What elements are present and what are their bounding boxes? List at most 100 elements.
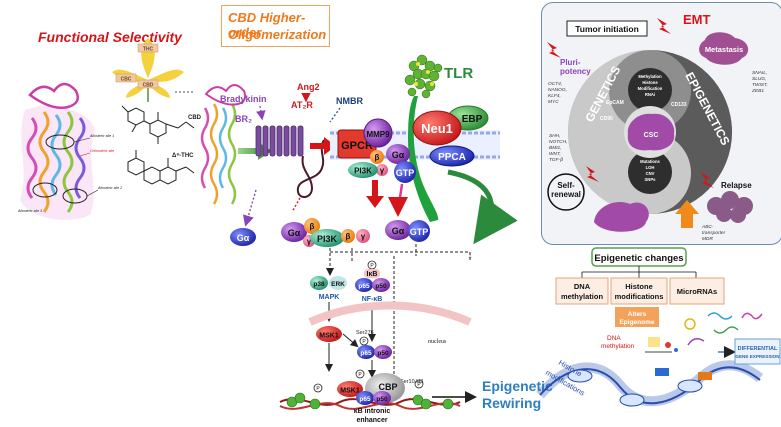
differential-expression-box: [734, 338, 781, 365]
allosteric-site-3-label: Allosteric site 3: [17, 209, 42, 213]
neu1-node: [412, 110, 462, 146]
epi-inner-4: RNAi: [645, 92, 655, 97]
pi3k-node-2: [310, 229, 344, 247]
micrornas-label: MicroRNAs: [677, 287, 717, 296]
ebp-label: EBP: [462, 114, 483, 125]
methylation-illustration: [645, 337, 705, 353]
csc-cell-icon: [627, 113, 675, 151]
emt-label: EMT: [683, 12, 711, 27]
leaf-cbc-label: CBC: [121, 77, 132, 83]
g-alpha-label-1: Gα: [392, 150, 405, 160]
erk-node: [329, 276, 347, 290]
p-label-1: P: [370, 263, 374, 269]
p65-label-1: p65: [358, 283, 370, 290]
receptor-structure-middle: [200, 84, 247, 205]
shh-gene-4: WNT,: [549, 151, 561, 157]
micrornas-box: [669, 277, 725, 305]
p-badge-4: [414, 379, 424, 389]
ikb-node: [364, 269, 380, 278]
abc-line1: ABC-: [701, 224, 714, 230]
red-arrow-icon: [310, 137, 336, 155]
shh-gene-5: TGF-β: [549, 157, 563, 163]
g-alpha-label-left: Gα: [237, 233, 250, 243]
p-label-3: P: [316, 386, 320, 392]
nucleosome-icons: [286, 392, 454, 410]
dna-methylation2-line2: methylation: [601, 343, 635, 350]
pluri-gene-4: MYC: [548, 99, 559, 105]
gamma-label-1: γ: [380, 166, 385, 175]
leaf-cbd-label: CBD: [143, 83, 154, 89]
dna-methylation2-line1: DNA: [607, 335, 621, 342]
p38-label: p38: [313, 281, 325, 288]
oligomerization-title-line1: CBD Higher-order: [228, 10, 306, 40]
lightning-icon-4: [700, 172, 714, 188]
allosteric-site-2-label: Allosteric site 2: [97, 186, 122, 190]
p65-node-1: [355, 278, 373, 292]
br2-receptor: [255, 125, 304, 157]
beta-label-1: β: [375, 153, 380, 162]
msk1-node-2: [337, 381, 363, 397]
lightning-icon-2: [547, 42, 561, 58]
p50-node-2: [374, 345, 392, 359]
metastasis-label: Metastasis: [705, 45, 743, 54]
rewiring-line2: Rewiring: [482, 395, 542, 411]
tlr-stem: [408, 96, 439, 222]
p-label-2: P: [362, 339, 366, 345]
nucleus-label: nucleus: [428, 339, 447, 345]
epi-inner-3: Modification: [638, 86, 663, 91]
at2r-receptor: [296, 139, 325, 198]
p-badge-2: [359, 336, 369, 346]
cd133-label: CD133: [671, 102, 687, 108]
red-down-arrow-icon: [366, 180, 384, 208]
allosteric-site-1-label: Allosteric site 1: [89, 134, 114, 138]
gtp-label-2: GTP: [410, 227, 429, 237]
g-alpha-label-2: Gα: [288, 228, 301, 238]
shh-gene-2: NOTCH,: [549, 139, 567, 145]
p50-label-2: p50: [377, 350, 389, 357]
p65-label-2: p65: [360, 350, 372, 357]
lightning-icon-1: [657, 18, 671, 34]
mapk-label: MAPK: [319, 294, 340, 301]
gtp-label-1: GTP: [396, 168, 415, 178]
cbp-label: CBP: [378, 382, 397, 392]
p50-label-3: p50: [376, 396, 388, 403]
p65-node-3: [356, 391, 374, 405]
ser10-label: Ser10 H3: [400, 379, 423, 385]
thc-molecule-label: Δ⁹-THC: [172, 153, 194, 159]
cbd-molecule-label: CBD: [188, 115, 202, 121]
p65-node-2: [357, 345, 375, 359]
tumor-initiation-box: [566, 20, 648, 37]
orange-up-arrow-icon: [675, 200, 699, 228]
ppca-label: PPCA: [438, 152, 466, 163]
gamma-node-3: [356, 229, 370, 243]
p65-label-3: p65: [359, 396, 371, 403]
gamma-node-1: [376, 164, 388, 176]
br2-label: BR₂: [235, 114, 252, 124]
dna-methylation-line1: DNA: [574, 282, 591, 291]
g-alpha-label-3: Gα: [392, 226, 405, 236]
shh-gene-1: SHH,: [549, 133, 560, 139]
g-alpha-node-2: [281, 222, 307, 242]
pink-arrow-icon: [388, 183, 409, 217]
gpcr-label: GPCR: [341, 140, 373, 152]
diff-line1: DIFFERENTIAL: [738, 346, 778, 352]
g-alpha-node-left: [230, 228, 256, 246]
epi-inner-circle: [628, 68, 672, 112]
mmp9-label: MMP9: [366, 130, 390, 139]
gen-inner-4: SNPs: [645, 177, 657, 182]
msk1-label-2: MSK1: [340, 388, 360, 395]
metastasis-cell-icon: [699, 32, 749, 65]
erk-label: ERK: [331, 281, 345, 288]
p38-node: [310, 276, 328, 290]
neu1-label: Neu1: [421, 121, 453, 136]
pluri-gene-3: KLF4,: [548, 93, 561, 99]
pi3k-label-2: PI3K: [317, 234, 338, 244]
green-curved-arrow-icon: [447, 169, 518, 245]
self-renewal-cell-icon: [594, 202, 649, 232]
leaf-thc-label: THC: [143, 47, 154, 53]
tlr-highlight: [414, 62, 434, 86]
snail-gene-4: ZEB1: [751, 88, 764, 94]
snail-gene-2: SLUG,: [752, 76, 766, 82]
stop-symbol: ⊥: [468, 254, 472, 260]
orthosteric-site-label: Orthosteric site: [90, 149, 114, 153]
